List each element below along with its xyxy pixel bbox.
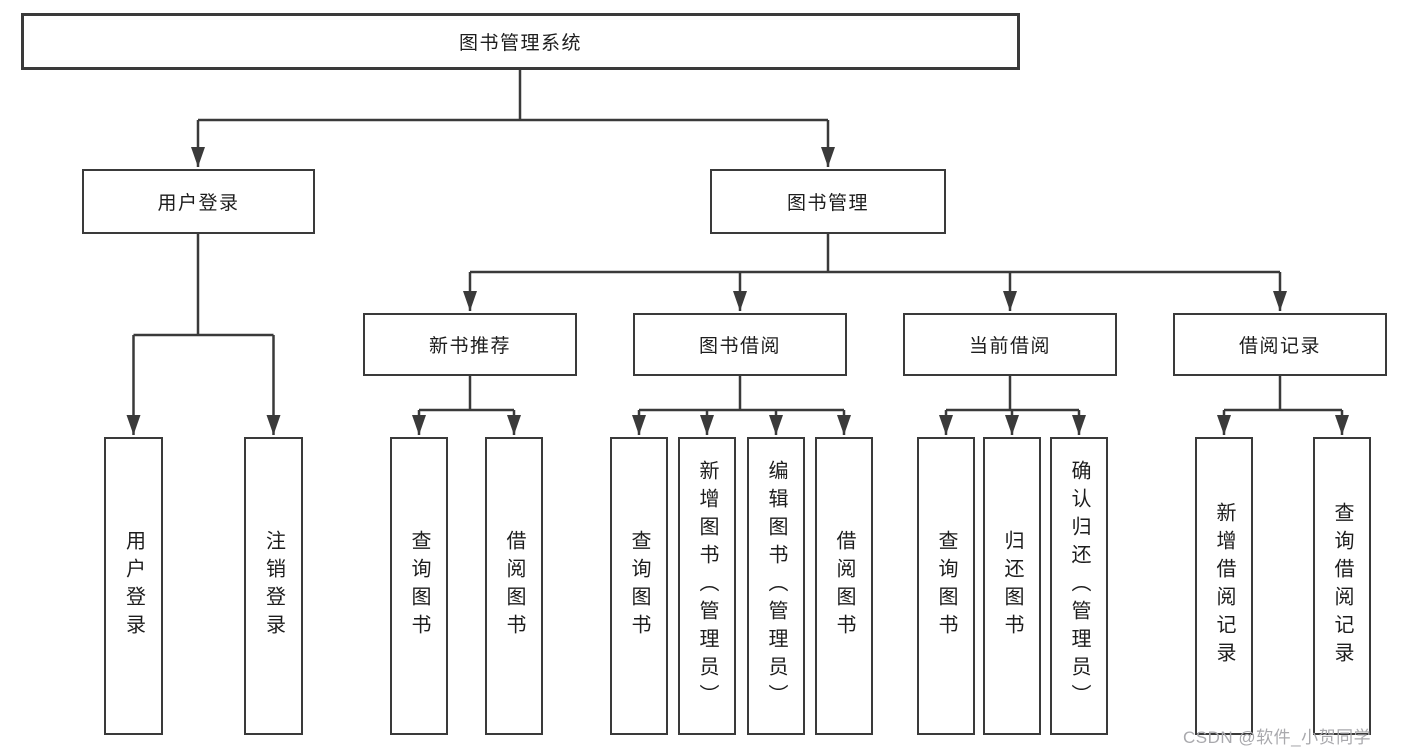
connector-root-to-level2 [191, 69, 835, 167]
leaf-logout: 注销登录 [244, 437, 303, 735]
leaf-return-books: 归还图书 [983, 437, 1041, 735]
node-label: 查询图书 [408, 530, 430, 642]
node-label: 确认归还（管理员） [1068, 460, 1090, 712]
node-label: 查询图书 [935, 530, 957, 642]
node-book-management: 图书管理 [710, 169, 946, 234]
leaf-query-books-3: 查询图书 [917, 437, 975, 735]
connector-borrow-records-to-leaves [1217, 375, 1349, 435]
leaf-query-books-1: 查询图书 [390, 437, 448, 735]
csdn-watermark: CSDN @软件_小贺同学 [1183, 728, 1372, 747]
connector-user-login-to-leaves [126, 233, 281, 435]
node-library-management-system: 图书管理系统 [21, 13, 1020, 70]
node-label: 借阅图书 [833, 530, 855, 642]
node-label: 归还图书 [1001, 530, 1023, 642]
node-label: 查询借阅记录 [1331, 502, 1353, 670]
node-label: 图书借阅 [698, 336, 781, 357]
node-label: 用户登录 [157, 193, 240, 214]
connector-book-mgmt-to-level3 [463, 233, 1287, 311]
node-borrowing-records: 借阅记录 [1173, 313, 1387, 376]
node-label: 当前借阅 [968, 336, 1051, 357]
node-label: 查询图书 [628, 530, 650, 642]
node-label: 新增借阅记录 [1213, 502, 1235, 670]
connector-new-book-rec-to-leaves [412, 375, 521, 435]
leaf-add-borrow-record: 新增借阅记录 [1195, 437, 1253, 735]
node-current-borrowing: 当前借阅 [903, 313, 1117, 376]
leaf-query-books-2: 查询图书 [610, 437, 668, 735]
leaf-query-borrow-record: 查询借阅记录 [1313, 437, 1371, 735]
node-label: 用户登录 [122, 530, 145, 642]
leaf-user-login: 用户登录 [104, 437, 163, 735]
node-book-borrowing: 图书借阅 [633, 313, 847, 376]
node-label: 借阅图书 [503, 530, 525, 642]
leaf-borrow-books-1: 借阅图书 [485, 437, 543, 735]
node-label: 新增图书（管理员） [696, 460, 718, 712]
leaf-edit-books-admin: 编辑图书（管理员） [747, 437, 805, 735]
node-label: 图书管理 [786, 193, 869, 214]
connector-current-borrow-to-leaves [939, 375, 1086, 435]
leaf-add-books-admin: 新增图书（管理员） [678, 437, 736, 735]
leaf-borrow-books-2: 借阅图书 [815, 437, 873, 735]
node-label: 注销登录 [262, 530, 285, 642]
node-user-login-group: 用户登录 [82, 169, 315, 234]
leaf-confirm-return-admin: 确认归还（管理员） [1050, 437, 1108, 735]
node-label: 借阅记录 [1238, 336, 1321, 357]
node-label: 图书管理系统 [458, 33, 582, 54]
node-label: 新书推荐 [428, 336, 511, 357]
node-new-book-recommend: 新书推荐 [363, 313, 577, 376]
node-label: 编辑图书（管理员） [765, 460, 787, 712]
connector-book-borrow-to-leaves [632, 375, 851, 435]
